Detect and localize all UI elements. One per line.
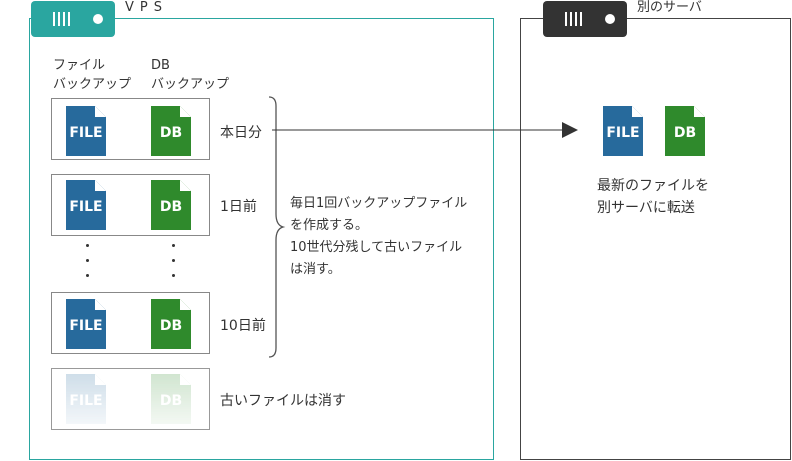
transfer-caption-line1: 最新のファイルを bbox=[597, 178, 709, 194]
db-icon: DB bbox=[151, 180, 191, 230]
server-led-icon bbox=[93, 14, 103, 24]
vps-title: VPS bbox=[123, 0, 170, 16]
server-icon bbox=[53, 12, 71, 26]
ellipsis-file bbox=[86, 244, 89, 280]
transfer-arrow bbox=[272, 122, 578, 138]
db-backup-header: DB バックアップ bbox=[151, 56, 229, 94]
db-icon-label: DB bbox=[159, 318, 183, 334]
db-icon: DB bbox=[151, 299, 191, 349]
db-icon-label: DB bbox=[673, 125, 697, 141]
vps-server-badge bbox=[31, 1, 115, 37]
db-backup-header-line1: DB bbox=[151, 58, 170, 73]
faded-file-icon: FILE bbox=[66, 374, 106, 424]
file-icon-label: FILE bbox=[69, 125, 103, 141]
file-backup-header: ファイル バックアップ bbox=[53, 56, 131, 94]
row-label-1-day: 1日前 bbox=[220, 199, 257, 215]
file-icon-label: FILE bbox=[69, 318, 103, 334]
server-icon bbox=[565, 12, 583, 26]
faded-db-icon: DB bbox=[151, 374, 191, 424]
db-icon-label: DB bbox=[159, 125, 183, 141]
transferred-file-icon: FILE bbox=[603, 106, 643, 156]
file-icon: FILE bbox=[66, 299, 106, 349]
file-icon-label: FILE bbox=[69, 393, 103, 409]
db-backup-header-line2: バックアップ bbox=[151, 77, 230, 92]
other-server-frame bbox=[520, 18, 791, 460]
file-icon: FILE bbox=[66, 106, 106, 156]
backup-note: 毎日1回バックアップファイル を作成する。 10世代分残して古いファイル は消す… bbox=[290, 193, 467, 281]
row-label-10-day: 10日前 bbox=[220, 318, 266, 334]
db-icon-label: DB bbox=[159, 393, 183, 409]
file-backup-header-line2: バックアップ bbox=[53, 77, 132, 92]
file-icon: FILE bbox=[66, 180, 106, 230]
other-server-title: 別のサーバ bbox=[635, 0, 704, 16]
vps-frame bbox=[29, 18, 494, 460]
server-led-icon bbox=[605, 14, 615, 24]
transfer-caption: 最新のファイルを 別サーバに転送 bbox=[597, 175, 709, 219]
backup-note-line3: 10世代分残して古いファイル bbox=[290, 240, 463, 255]
db-icon: DB bbox=[151, 106, 191, 156]
old-row-label: 古いファイルは消す bbox=[220, 393, 346, 409]
row-label-today: 本日分 bbox=[220, 125, 262, 141]
ellipsis-db bbox=[172, 244, 175, 280]
transfer-caption-line2: 別サーバに転送 bbox=[597, 200, 695, 216]
backup-note-line1: 毎日1回バックアップファイル bbox=[290, 196, 468, 211]
transferred-db-icon: DB bbox=[665, 106, 705, 156]
file-icon-label: FILE bbox=[69, 199, 103, 215]
file-backup-header-line1: ファイル bbox=[53, 58, 106, 73]
brace bbox=[268, 96, 286, 358]
db-icon-label: DB bbox=[159, 199, 183, 215]
file-icon-label: FILE bbox=[606, 125, 640, 141]
other-server-badge bbox=[543, 1, 627, 37]
backup-row-old bbox=[51, 368, 210, 430]
backup-note-line2: を作成する。 bbox=[290, 218, 369, 233]
backup-note-line4: は消す。 bbox=[290, 262, 341, 277]
